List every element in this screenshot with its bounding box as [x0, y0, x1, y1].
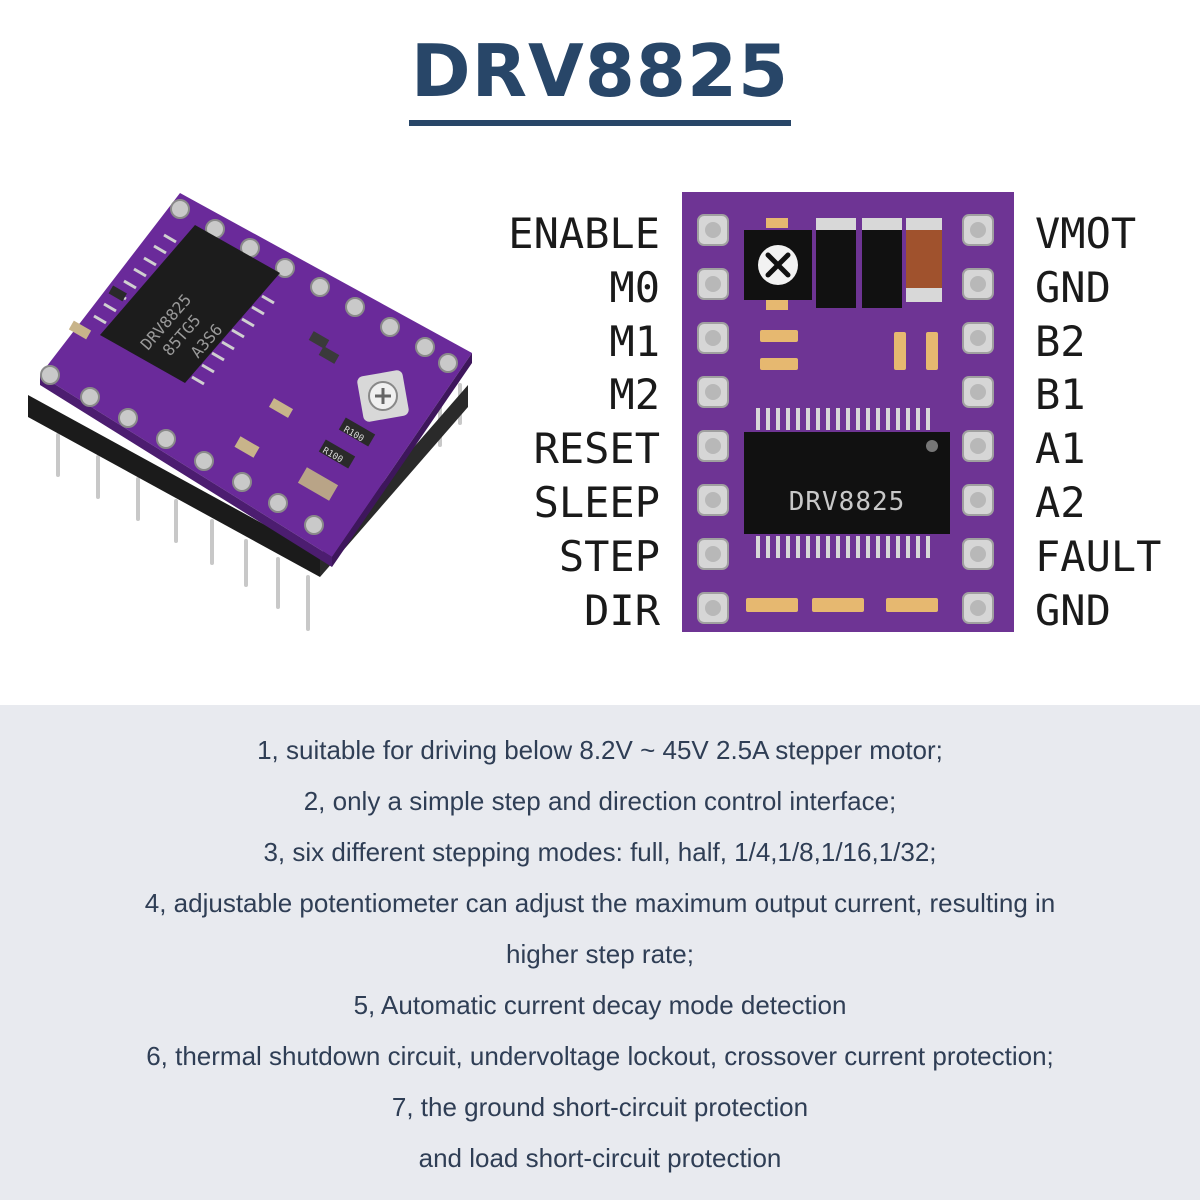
feature-line: 4, adjustable potentiometer can adjust t…	[144, 888, 1056, 918]
pin-label-b1: B1	[1035, 370, 1086, 420]
pin-label-reset: RESET	[533, 424, 660, 474]
photo-potentiometer	[357, 370, 409, 422]
pin-label-gnd-1: GND	[1035, 262, 1111, 312]
board-diagram: DRV8825	[682, 192, 1014, 632]
pin-label-a1: A1	[1035, 424, 1086, 474]
diagram-potentiometer	[744, 218, 812, 310]
features-panel: 1, suitable for driving below 8.2V ~ 45V…	[0, 705, 1200, 1200]
pin-label-vmot: VMOT	[1035, 209, 1137, 258]
diagram-top-components	[816, 218, 942, 308]
feature-line: 3, six different stepping modes: full, h…	[263, 837, 937, 867]
feature-line: 1, suitable for driving below 8.2V ~ 45V…	[257, 735, 943, 765]
pin-label-fault: FAULT	[1035, 531, 1162, 581]
diagram-chip-pins	[756, 408, 930, 558]
diagram-chip-dot	[926, 440, 938, 452]
pin-label-m0: M0	[609, 262, 660, 312]
pin-label-sleep: SLEEP	[533, 477, 660, 527]
feature-line: 6, thermal shutdown circuit, undervoltag…	[146, 1041, 1054, 1071]
diagram-chip-label: DRV8825	[789, 487, 906, 517]
pin-label-step: STEP	[558, 531, 660, 581]
pin-label-dir: DIR	[584, 585, 660, 635]
pin-label-gnd-2: GND	[1035, 585, 1111, 635]
feature-line: 5, Automatic current decay mode detectio…	[353, 990, 847, 1020]
pin-label-m1: M1	[609, 316, 660, 366]
right-pin-labels: VMOT GND B2 B1 A1 A2 FAULT GND	[1035, 207, 1195, 637]
module-photo: DRV8825 85TG5 A3S6 R100 R100	[28, 193, 472, 631]
photo-smd-parts	[68, 285, 376, 501]
pin-pads	[40, 199, 458, 535]
feature-line: higher step rate;	[506, 939, 694, 969]
feature-line: 7, the ground short-circuit protection	[391, 1092, 809, 1122]
feature-line: 2, only a simple step and direction cont…	[303, 786, 897, 816]
left-pin-labels: ENABLE M0 M1 M2 RESET SLEEP STEP DIR	[420, 207, 660, 637]
pin-label-enable: ENABLE	[508, 209, 660, 258]
diagram-chip	[744, 432, 950, 534]
pin-label-m2: M2	[609, 370, 660, 420]
page-title: DRV8825	[408, 28, 792, 126]
pin-label-b2: B2	[1035, 316, 1086, 366]
features-list: 1, suitable for driving below 8.2V ~ 45V…	[60, 725, 1140, 1184]
feature-line: and load short-circuit protection	[418, 1143, 782, 1173]
title-container: DRV8825	[0, 28, 1200, 126]
diagram-resistors	[746, 330, 938, 612]
pin-label-a2: A2	[1035, 477, 1086, 527]
header-plastic	[28, 395, 320, 577]
